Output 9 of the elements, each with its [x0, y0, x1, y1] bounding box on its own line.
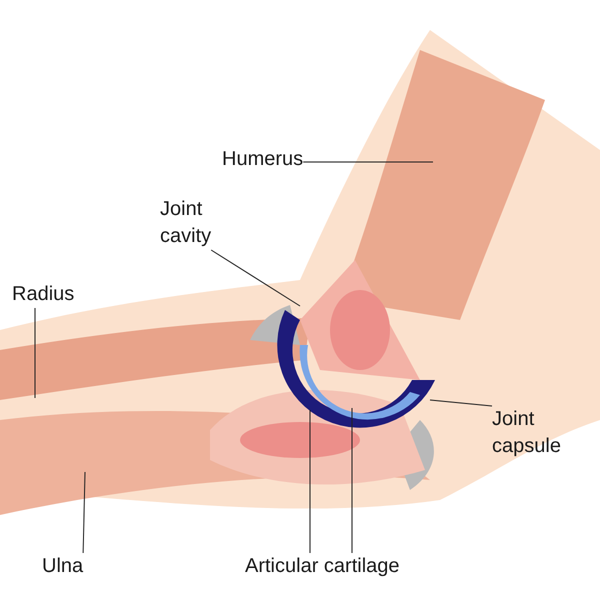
- leader-line: [210, 250, 300, 306]
- part-label: Humerus: [222, 146, 304, 173]
- leader-line: [82, 472, 86, 554]
- part-label: Joint capsule: [492, 406, 561, 460]
- part-label: Radius: [12, 281, 74, 308]
- part-label: Articular cartilage: [245, 553, 400, 580]
- part-label: Ulna: [42, 553, 84, 580]
- leader-line: [430, 400, 492, 406]
- part-label: Joint cavity: [160, 196, 212, 250]
